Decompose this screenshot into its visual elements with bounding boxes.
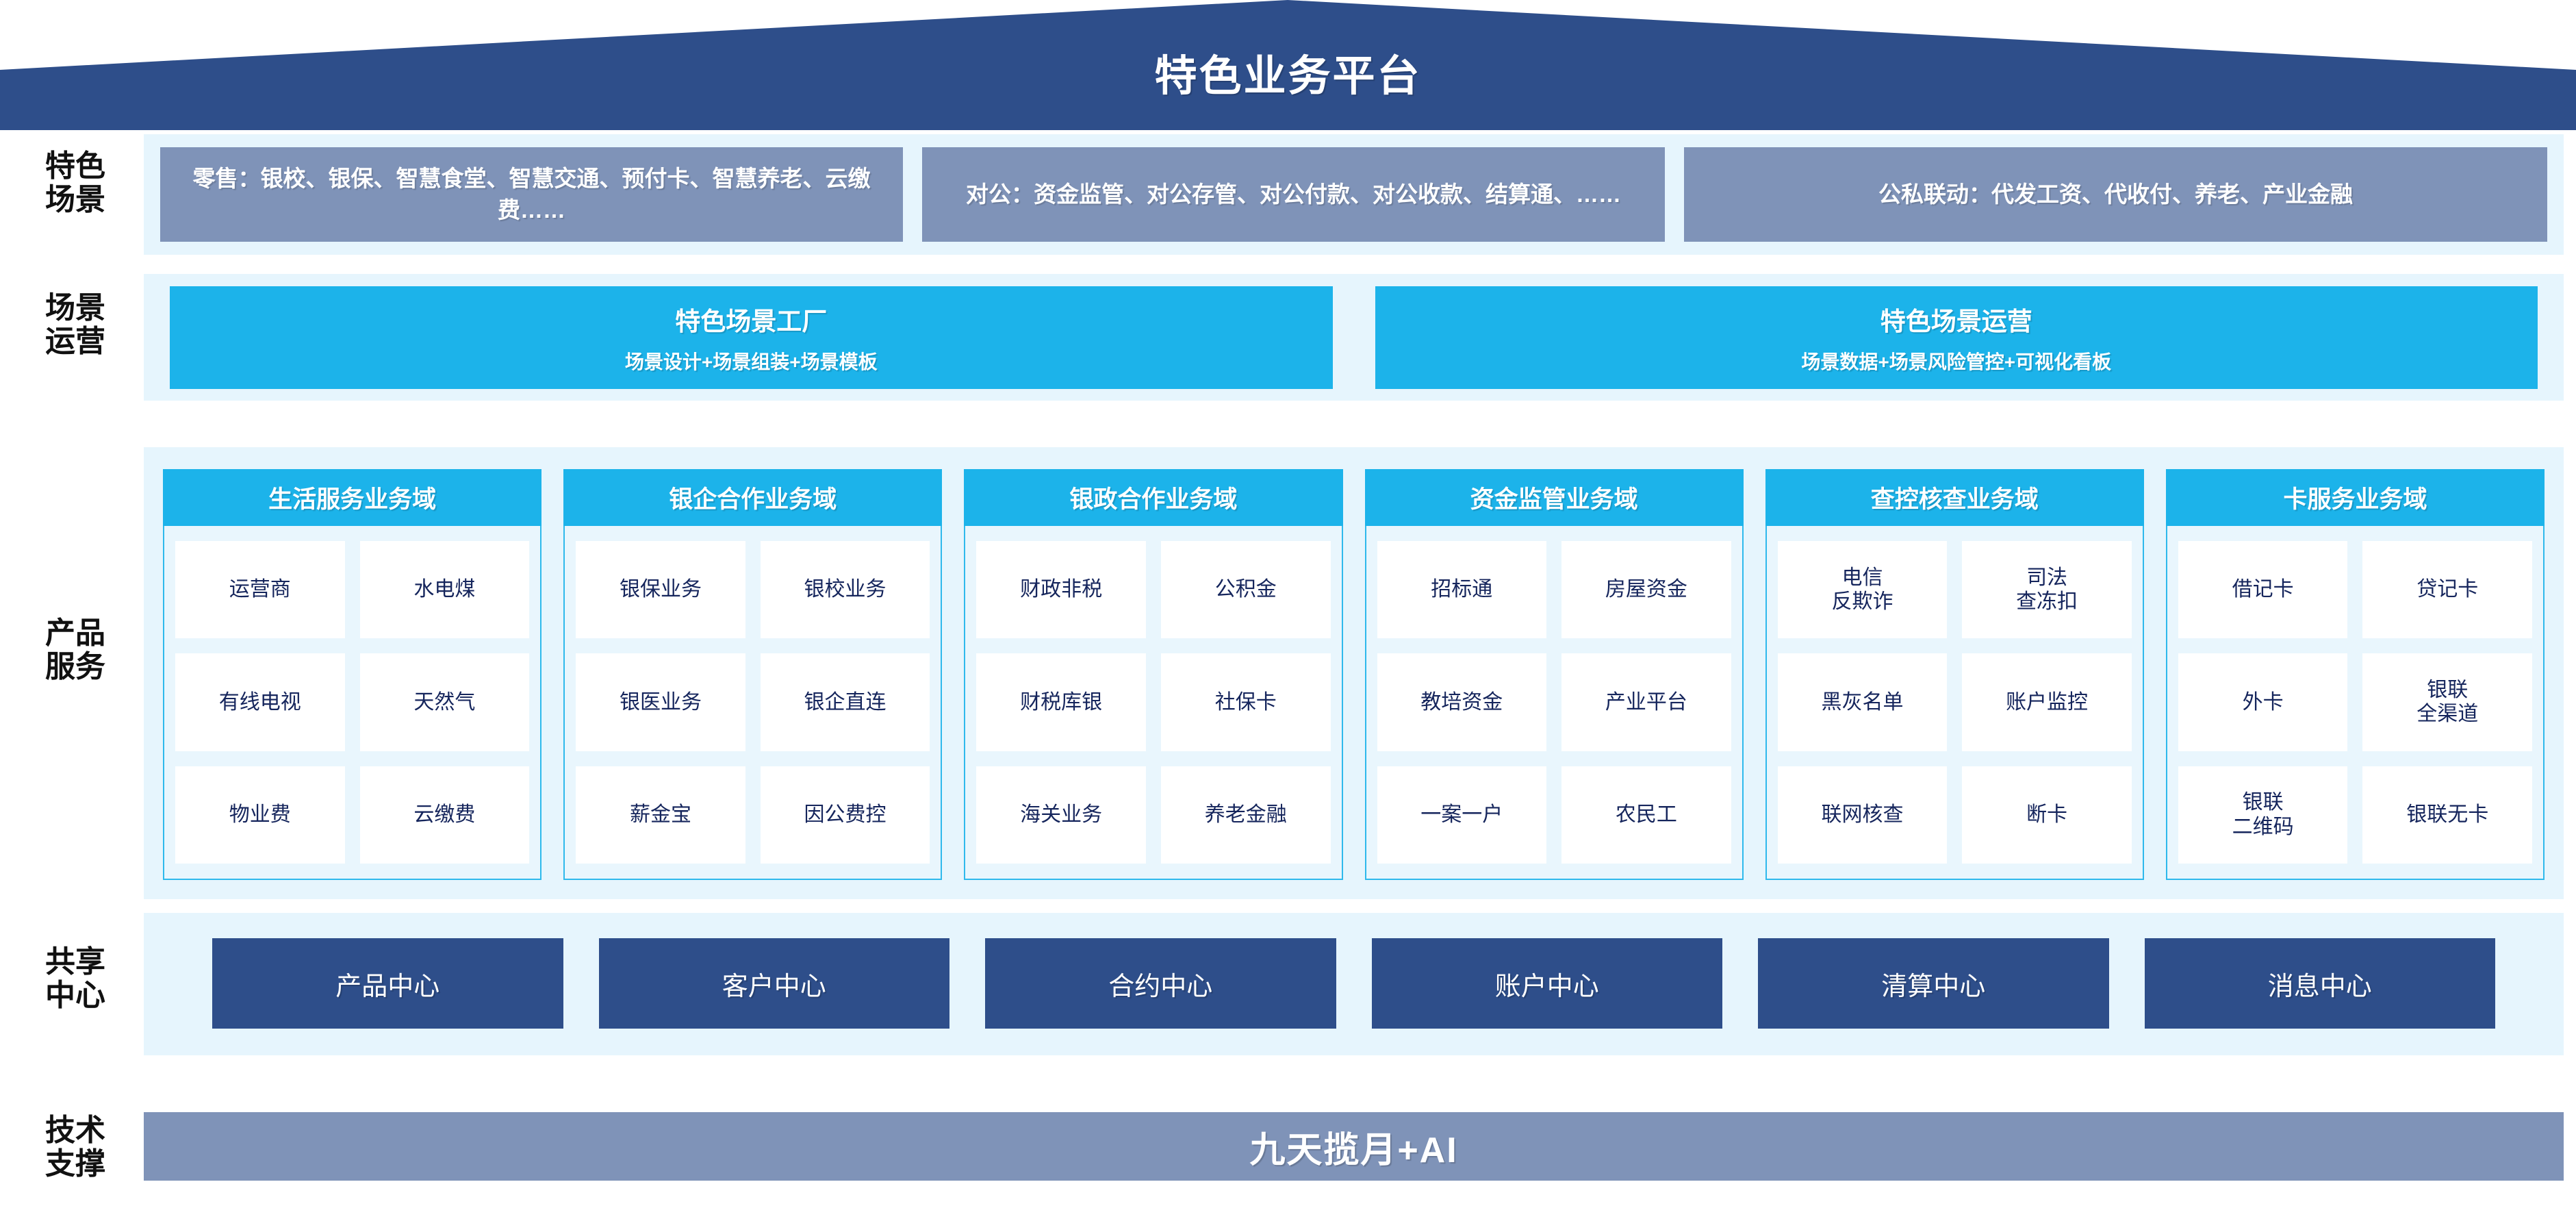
domain-item[interactable]: 银医业务 (576, 653, 745, 751)
domain-item[interactable]: 银联二维码 (2178, 766, 2348, 864)
row-label-tech-support-line2: 支撑 (45, 1147, 105, 1181)
domain-item-grid: 银保业务 银校业务 银医业务 银企直连 薪金宝 因公费控 (565, 526, 941, 879)
domain-item-grid: 招标通 房屋资金 教培资金 产业平台 一案一户 农民工 (1366, 526, 1742, 879)
domain-item-grid: 电信反欺诈 司法查冻扣 黑灰名单 账户监控 联网核查 断卡 (1767, 526, 2143, 879)
scenario-row: 零售：银校、银保、智慧食堂、智慧交通、预付卡、智慧养老、云缴费…… 对公：资金监… (144, 147, 2564, 242)
domain-title: 银政合作业务域 (964, 469, 1343, 526)
domain-item[interactable]: 云缴费 (359, 766, 530, 864)
domain-item[interactable]: 银保业务 (576, 541, 745, 639)
domain-item[interactable]: 因公费控 (760, 766, 930, 864)
operation-subtitle: 场景设计+场景组装+场景模板 (624, 351, 878, 373)
row-label-product: 产品 服务 (14, 616, 137, 684)
domain-item[interactable]: 司法查冻扣 (1962, 541, 2132, 639)
domain-item[interactable]: 断卡 (1962, 766, 2132, 864)
domain-item[interactable]: 招标通 (1377, 541, 1547, 639)
shared-center-contract[interactable]: 合约中心 (985, 938, 1336, 1029)
domain-title: 生活服务业务域 (163, 469, 542, 526)
roof-shape-icon (0, 0, 2576, 130)
domain-title: 资金监管业务域 (1364, 469, 1744, 526)
domain-item[interactable]: 银联无卡 (2362, 766, 2533, 864)
domain-item[interactable]: 教培资金 (1377, 653, 1547, 751)
domain-item[interactable]: 借记卡 (2178, 541, 2348, 639)
domain-item[interactable]: 财税库银 (976, 653, 1146, 751)
product-row: 生活服务业务域 运营商 水电煤 有线电视 天然气 物业费 云缴费 银企合作业务域… (144, 469, 2564, 880)
row-label-scenario-line2: 场景 (45, 183, 105, 217)
row-label-tech-support-line1: 技术 (45, 1114, 105, 1147)
domain-title: 银企合作业务域 (563, 469, 943, 526)
domain-item[interactable]: 一案一户 (1377, 766, 1547, 864)
domain-item[interactable]: 财政非税 (976, 541, 1146, 639)
domain-item[interactable]: 物业费 (175, 766, 345, 864)
shared-center-account[interactable]: 账户中心 (1371, 938, 1722, 1029)
page-title: 特色业务平台 (1154, 53, 1422, 100)
domain-item[interactable]: 外卡 (2178, 653, 2348, 751)
row-label-shared-center: 共享 中心 (14, 945, 137, 1013)
row-label-product-line2: 服务 (45, 650, 105, 684)
operation-subtitle: 场景数据+场景风险管控+可视化看板 (1801, 351, 2112, 373)
row-label-shared-center-line2: 中心 (45, 979, 105, 1013)
shared-center-customer[interactable]: 客户中心 (598, 938, 949, 1029)
shared-center-settlement[interactable]: 清算中心 (1758, 938, 2109, 1029)
domain-item-grid: 运营商 水电煤 有线电视 天然气 物业费 云缴费 (164, 526, 540, 879)
scenario-box-public-private[interactable]: 公私联动：代发工资、代收付、养老、产业金融 (1684, 147, 2547, 242)
operation-title: 特色场景运营 (1880, 307, 2032, 336)
domain-item[interactable]: 养老金融 (1160, 766, 1331, 864)
domain-title: 查控核查业务域 (1765, 469, 2144, 526)
domain-item[interactable]: 银企直连 (760, 653, 930, 751)
row-label-operation-line1: 场景 (45, 291, 105, 325)
domain-item[interactable]: 运营商 (175, 541, 345, 639)
domain-item[interactable]: 银联全渠道 (2362, 653, 2533, 751)
domain-item[interactable]: 电信反欺诈 (1777, 541, 1948, 639)
shared-center-product[interactable]: 产品中心 (212, 938, 563, 1029)
domain-item[interactable]: 银校业务 (760, 541, 930, 639)
domain-item[interactable]: 天然气 (359, 653, 530, 751)
domain-item[interactable]: 公积金 (1160, 541, 1331, 639)
domain-item[interactable]: 联网核查 (1777, 766, 1948, 864)
domain-item[interactable]: 产业平台 (1561, 653, 1731, 751)
product-band (144, 447, 2564, 899)
row-label-scenario: 特色 场景 (14, 149, 137, 217)
domain-item[interactable]: 贷记卡 (2362, 541, 2533, 639)
row-label-scenario-line1: 特色 (45, 149, 105, 183)
row-label-tech-support: 技术 支撑 (14, 1114, 137, 1181)
domain-item-grid: 财政非税 公积金 财税库银 社保卡 海关业务 养老金融 (965, 526, 1341, 879)
domain-column-fund-supervision[interactable]: 资金监管业务域 招标通 房屋资金 教培资金 产业平台 一案一户 农民工 (1364, 469, 1744, 880)
platform-roof-banner: 特色业务平台 (0, 0, 2576, 140)
domain-item[interactable]: 农民工 (1561, 766, 1731, 864)
domain-item[interactable]: 有线电视 (175, 653, 345, 751)
domain-item[interactable]: 海关业务 (976, 766, 1146, 864)
domain-column-life-service[interactable]: 生活服务业务域 运营商 水电煤 有线电视 天然气 物业费 云缴费 (163, 469, 542, 880)
scenario-box-retail[interactable]: 零售：银校、银保、智慧食堂、智慧交通、预付卡、智慧养老、云缴费…… (160, 147, 903, 242)
domain-item-grid: 借记卡 贷记卡 外卡 银联全渠道 银联二维码 银联无卡 (2167, 526, 2543, 879)
domain-title: 卡服务业务域 (2165, 469, 2545, 526)
domain-column-bank-government[interactable]: 银政合作业务域 财政非税 公积金 财税库银 社保卡 海关业务 养老金融 (964, 469, 1343, 880)
shared-center-row: 产品中心 客户中心 合约中心 账户中心 清算中心 消息中心 (144, 938, 2564, 1029)
domain-column-card-service[interactable]: 卡服务业务域 借记卡 贷记卡 外卡 银联全渠道 银联二维码 银联无卡 (2165, 469, 2545, 880)
domain-column-investigation-control[interactable]: 查控核查业务域 电信反欺诈 司法查冻扣 黑灰名单 账户监控 联网核查 断卡 (1765, 469, 2144, 880)
domain-item[interactable]: 账户监控 (1962, 653, 2132, 751)
domain-item[interactable]: 水电煤 (359, 541, 530, 639)
scenario-box-corporate[interactable]: 对公：资金监管、对公存管、对公付款、对公收款、结算通、…… (922, 147, 1665, 242)
domain-column-bank-enterprise[interactable]: 银企合作业务域 银保业务 银校业务 银医业务 银企直连 薪金宝 因公费控 (563, 469, 943, 880)
row-label-operation-line2: 运营 (45, 325, 105, 359)
domain-item[interactable]: 黑灰名单 (1777, 653, 1948, 751)
domain-item[interactable]: 房屋资金 (1561, 541, 1731, 639)
domain-item[interactable]: 薪金宝 (576, 766, 745, 864)
operation-row: 特色场景工厂 场景设计+场景组装+场景模板 特色场景运营 场景数据+场景风险管控… (144, 286, 2564, 389)
row-label-shared-center-line1: 共享 (45, 945, 105, 979)
tech-support-bar[interactable]: 九天揽月+AI (144, 1112, 2564, 1181)
row-label-operation: 场景 运营 (14, 291, 137, 359)
row-label-product-line1: 产品 (45, 616, 105, 650)
operation-title: 特色场景工厂 (675, 307, 828, 336)
domain-item[interactable]: 社保卡 (1160, 653, 1331, 751)
operation-box-scene-factory[interactable]: 特色场景工厂 场景设计+场景组装+场景模板 (170, 286, 1333, 389)
shared-center-message[interactable]: 消息中心 (2144, 938, 2495, 1029)
operation-box-scene-operation[interactable]: 特色场景运营 场景数据+场景风险管控+可视化看板 (1375, 286, 2538, 389)
